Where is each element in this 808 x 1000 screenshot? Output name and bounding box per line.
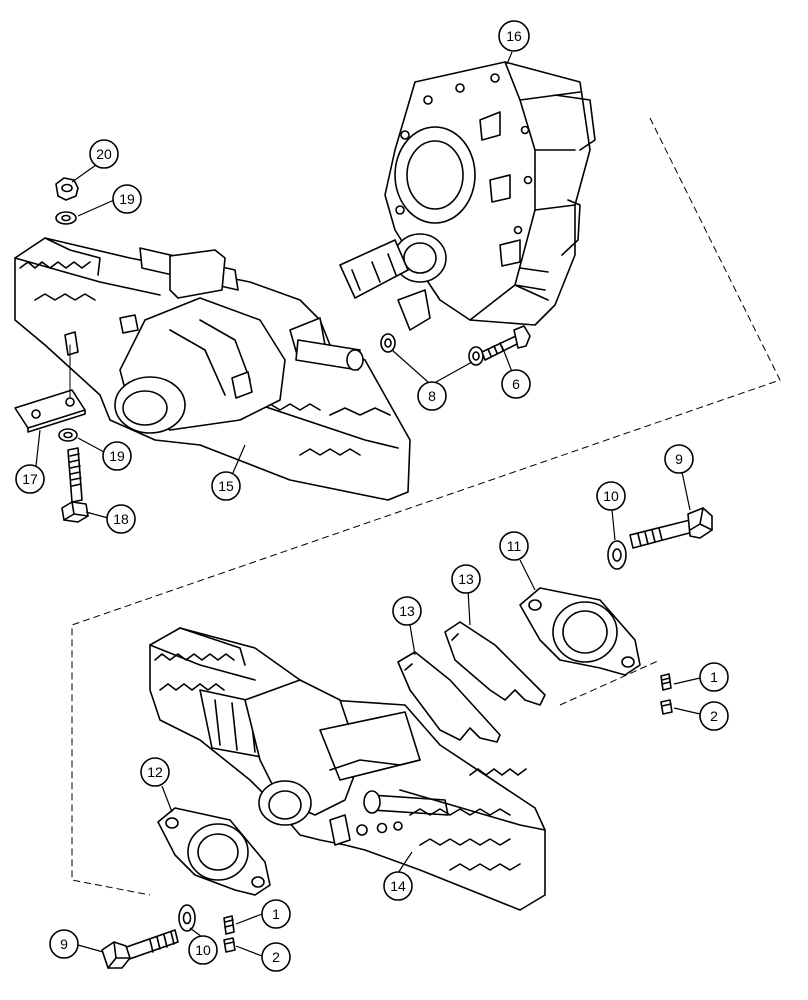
part-16-transfer-case [339, 61, 596, 331]
part-11-flange [519, 587, 641, 676]
callout-16: 16 [498, 20, 530, 52]
part-20-nut [55, 177, 79, 201]
callout-11: 11 [499, 531, 529, 561]
part-10-washer-upper [607, 540, 627, 570]
callout-20: 20 [89, 139, 119, 169]
callout-8: 8 [417, 381, 447, 411]
part-15-axle-housing [14, 237, 411, 501]
part-8-washers [380, 333, 484, 366]
part-17-plate [14, 344, 86, 433]
svg-text:9: 9 [60, 936, 68, 952]
part-14-front-axle-housing [149, 627, 546, 911]
part-13-gasket-front [397, 651, 501, 743]
svg-text:2: 2 [710, 708, 718, 724]
callout-19-upper: 19 [112, 184, 142, 214]
assembly-boundary-dashed [71, 117, 781, 896]
svg-text:18: 18 [113, 511, 129, 527]
svg-text:10: 10 [195, 942, 211, 958]
svg-text:20: 20 [96, 146, 112, 162]
callout-6: 6 [501, 369, 531, 399]
part-12-flange [157, 807, 271, 896]
svg-text:8: 8 [428, 388, 436, 404]
svg-text:9: 9 [675, 451, 683, 467]
svg-text:13: 13 [399, 603, 415, 619]
callout-2-upper: 2 [699, 701, 729, 731]
svg-text:16: 16 [506, 28, 522, 44]
callout-17: 17 [15, 464, 45, 494]
svg-text:14: 14 [390, 878, 406, 894]
part-10-washer-lower [178, 904, 196, 932]
svg-text:19: 19 [119, 191, 135, 207]
part-6-bolt [481, 325, 531, 361]
part-13-gasket-rear [444, 621, 546, 706]
svg-text:17: 17 [22, 471, 38, 487]
callout-1-lower: 1 [261, 899, 291, 929]
callout-10-upper: 10 [596, 481, 626, 511]
callout-14: 14 [383, 871, 413, 901]
callout-9-lower: 9 [49, 929, 79, 959]
part-1-fitting-upper [660, 673, 672, 691]
svg-text:1: 1 [272, 906, 280, 922]
callout-18: 18 [106, 504, 136, 534]
callout-2-lower: 2 [261, 942, 291, 972]
svg-text:19: 19 [109, 448, 125, 464]
svg-text:11: 11 [507, 538, 522, 554]
part-9-bolt-upper [629, 507, 713, 549]
callout-13-front: 13 [392, 596, 422, 626]
callout-12: 12 [140, 757, 170, 787]
svg-text:1: 1 [710, 669, 718, 685]
svg-text:2: 2 [272, 949, 280, 965]
part-9-bolt-lower [101, 929, 179, 969]
callout-13-rear: 13 [451, 564, 481, 594]
part-19-lock-washer-upper [55, 211, 77, 225]
svg-text:12: 12 [147, 764, 163, 780]
leader-lines [35, 51, 701, 957]
part-2-fitting-upper [660, 699, 673, 715]
svg-text:13: 13 [458, 571, 474, 587]
callout-10-lower: 10 [188, 935, 218, 965]
svg-text:6: 6 [512, 376, 520, 392]
callout-15: 15 [211, 471, 241, 501]
svg-text:15: 15 [218, 478, 234, 494]
part-18-stud-bolt [61, 447, 89, 523]
part-1-fitting-lower [223, 915, 235, 935]
callout-9-upper: 9 [664, 444, 694, 474]
svg-text:10: 10 [603, 488, 619, 504]
part-2-fitting-lower [223, 937, 236, 953]
callout-19-lower: 19 [102, 441, 132, 471]
part-19-lock-washer-lower [58, 428, 78, 442]
callout-1-upper: 1 [699, 662, 729, 692]
